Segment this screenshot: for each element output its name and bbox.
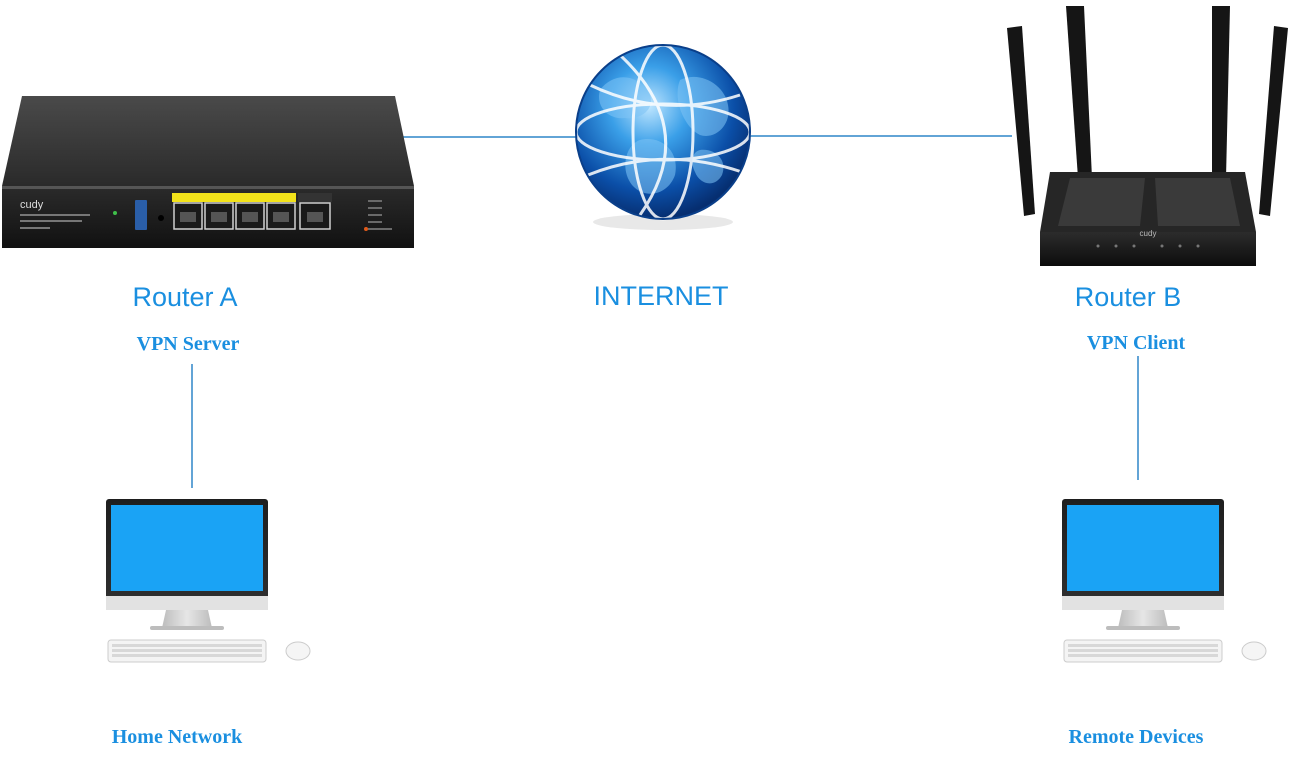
home-network-label: Home Network [111,726,243,748]
router-b-title: Router B [1074,282,1182,312]
router-a-role: VPN Server [136,333,240,355]
home-pc-icon [106,499,311,663]
remote-pc-icon [1062,499,1267,663]
remote-devices-label: Remote Devices [1068,726,1204,748]
router-b-role: VPN Client [1086,332,1186,354]
router-b-device: cudy [1007,6,1288,266]
internet-globe-icon [574,43,752,230]
router-a-title: Router A [132,282,238,312]
router-a-brand: cudy [20,199,44,211]
router-a-device: cudy [2,96,414,248]
router-b-brand: cudy [1140,229,1157,238]
internet-title: INTERNET [593,281,729,311]
